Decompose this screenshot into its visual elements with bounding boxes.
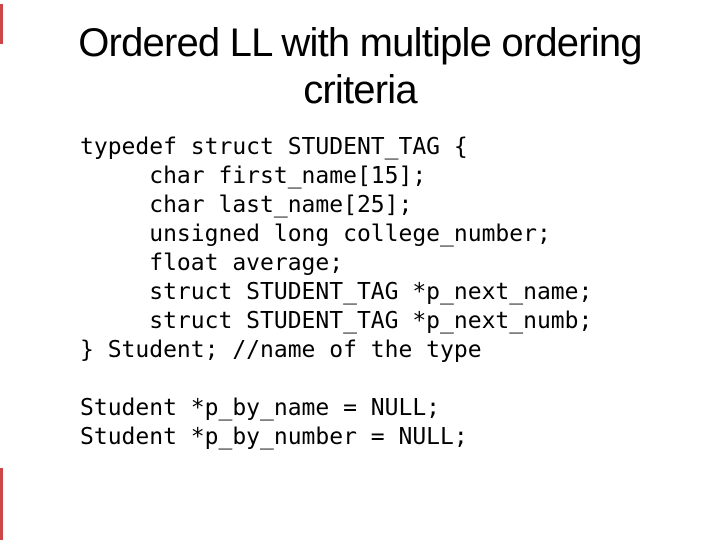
left-edge-dash-bottom — [0, 468, 3, 540]
left-edge-dash-top — [0, 4, 3, 44]
slide-title: Ordered LL with multiple ordering criter… — [78, 21, 642, 112]
code-block: typedef struct STUDENT_TAG { char first_… — [80, 134, 593, 450]
